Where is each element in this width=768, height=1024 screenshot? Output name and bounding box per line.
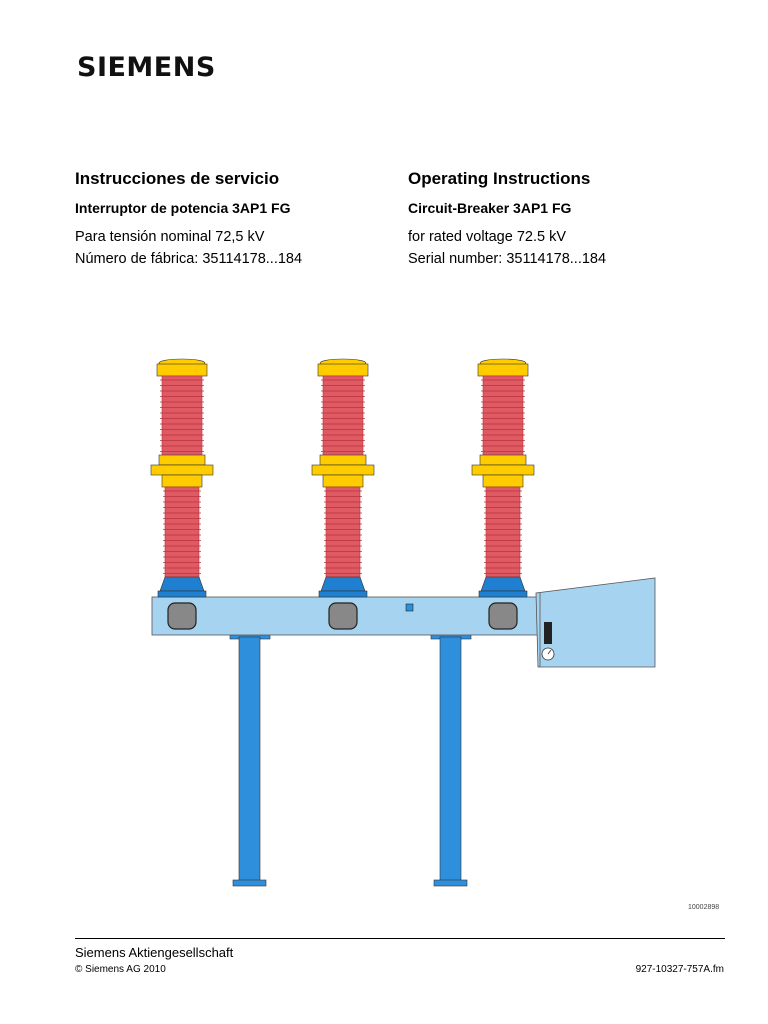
breaker-pole-middle [311,358,375,630]
breaker-pole-right [471,358,535,630]
spanish-title: Instrucciones de servicio [75,169,280,188]
figure-id: 10002898 [688,904,720,911]
english-column: Operating Instructions Circuit-Breaker 3… [408,168,738,270]
spanish-voltage: Para tensión nominal 72,5 kV [75,229,265,245]
english-voltage: for rated voltage 72.5 kV [408,229,566,245]
spanish-subtitle: Interruptor de potencia 3AP1 FG [75,200,291,216]
support-post-right-leg [439,636,462,886]
support-post-right-foot [433,879,468,887]
breaker-poles [150,358,535,630]
spanish-column: Instrucciones de servicio Interruptor de… [75,168,405,270]
operating-mechanism-cabinet [535,577,656,668]
footer-rule [75,938,725,939]
support-post-left-leg [238,636,261,886]
breaker-pole-left [150,358,214,630]
cabinet-window [544,622,552,644]
support-posts [229,632,472,887]
footer-company: Siemens Aktiengesellschaft [75,945,234,960]
spanish-serial: Número de fábrica: 35114178...184 [75,251,303,267]
english-subtitle: Circuit-Breaker 3AP1 FG [408,200,572,216]
footer-copyright: © Siemens AG 2010 [75,964,166,975]
circuit-breaker-illustration [150,358,656,887]
frame-indicator [405,603,414,612]
siemens-logo: SIEMENS [77,52,216,83]
footer-doc-number: 927-10327-757A.fm [635,964,724,975]
support-post-left-foot [232,879,267,887]
english-serial: Serial number: 35114178...184 [408,251,607,267]
english-title: Operating Instructions [408,169,591,188]
